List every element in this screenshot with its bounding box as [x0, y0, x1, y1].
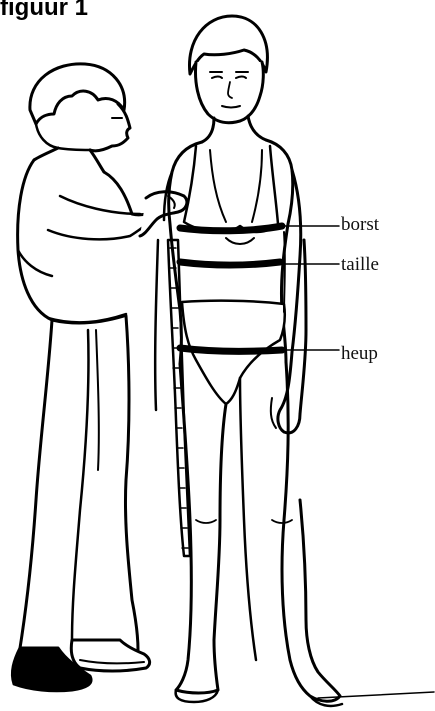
chest-label: borst [341, 214, 379, 236]
measurer-trousers [20, 320, 52, 648]
chest-band [180, 226, 282, 231]
measurer-hair [30, 64, 125, 124]
measurer-figure [12, 64, 186, 691]
waist-label: taille [341, 254, 379, 276]
model-bra [184, 146, 278, 232]
hip-label: heup [341, 343, 378, 365]
model-right-leg [282, 362, 340, 701]
label-leader-lines [280, 226, 339, 350]
measurer-face [90, 104, 130, 151]
waist-band [180, 262, 280, 265]
hip-band [180, 348, 282, 351]
measurer-shirt [18, 160, 124, 323]
model-figure [164, 16, 434, 706]
tape-measure [155, 240, 190, 556]
model-face [196, 62, 264, 123]
